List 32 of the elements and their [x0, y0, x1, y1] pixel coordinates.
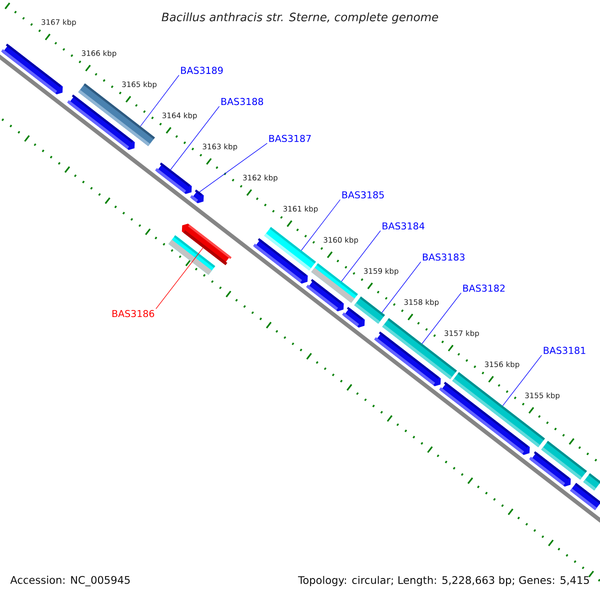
gene-bar [78, 83, 155, 146]
gene-label: BAS3184 [382, 222, 424, 230]
gene-bar [311, 263, 358, 303]
leader-line [140, 74, 180, 127]
gene-label: BAS3187 [269, 134, 311, 142]
gene-feature [155, 162, 192, 194]
gene-bar [452, 372, 545, 448]
gene-bar [264, 227, 316, 270]
gene-feature [190, 190, 204, 204]
gene-feature [182, 224, 232, 266]
gene-label: BAS3188 [221, 98, 264, 106]
leader-line [341, 230, 381, 282]
leader-line [502, 354, 542, 406]
gene-bar [354, 296, 385, 324]
gene-label: BAS3189 [181, 66, 223, 74]
gene-feature [1, 44, 63, 94]
leader-line [301, 199, 340, 251]
footer-text: Topology: circular; Length: 5,228,663 bp; Genes: 5,415 [298, 576, 589, 586]
gene-label: BAS3182 [463, 284, 505, 292]
title: Bacillus anthracis str. Sterne, complete genome [162, 12, 438, 24]
gene-label: BAS3185 [342, 191, 384, 198]
leader-line [199, 142, 268, 192]
leader-line [170, 106, 220, 170]
gene-label: BAS3181 [544, 346, 586, 354]
footer-text: Accession: NC_005945 [10, 576, 130, 586]
leader-line [382, 262, 422, 313]
leader-line [156, 248, 204, 310]
gene-bar [541, 440, 587, 480]
leader-line [422, 292, 462, 344]
gene-label: BAS3183 [422, 253, 464, 261]
gene-bar [583, 473, 600, 490]
gene-label: BAS3186 [112, 310, 154, 318]
